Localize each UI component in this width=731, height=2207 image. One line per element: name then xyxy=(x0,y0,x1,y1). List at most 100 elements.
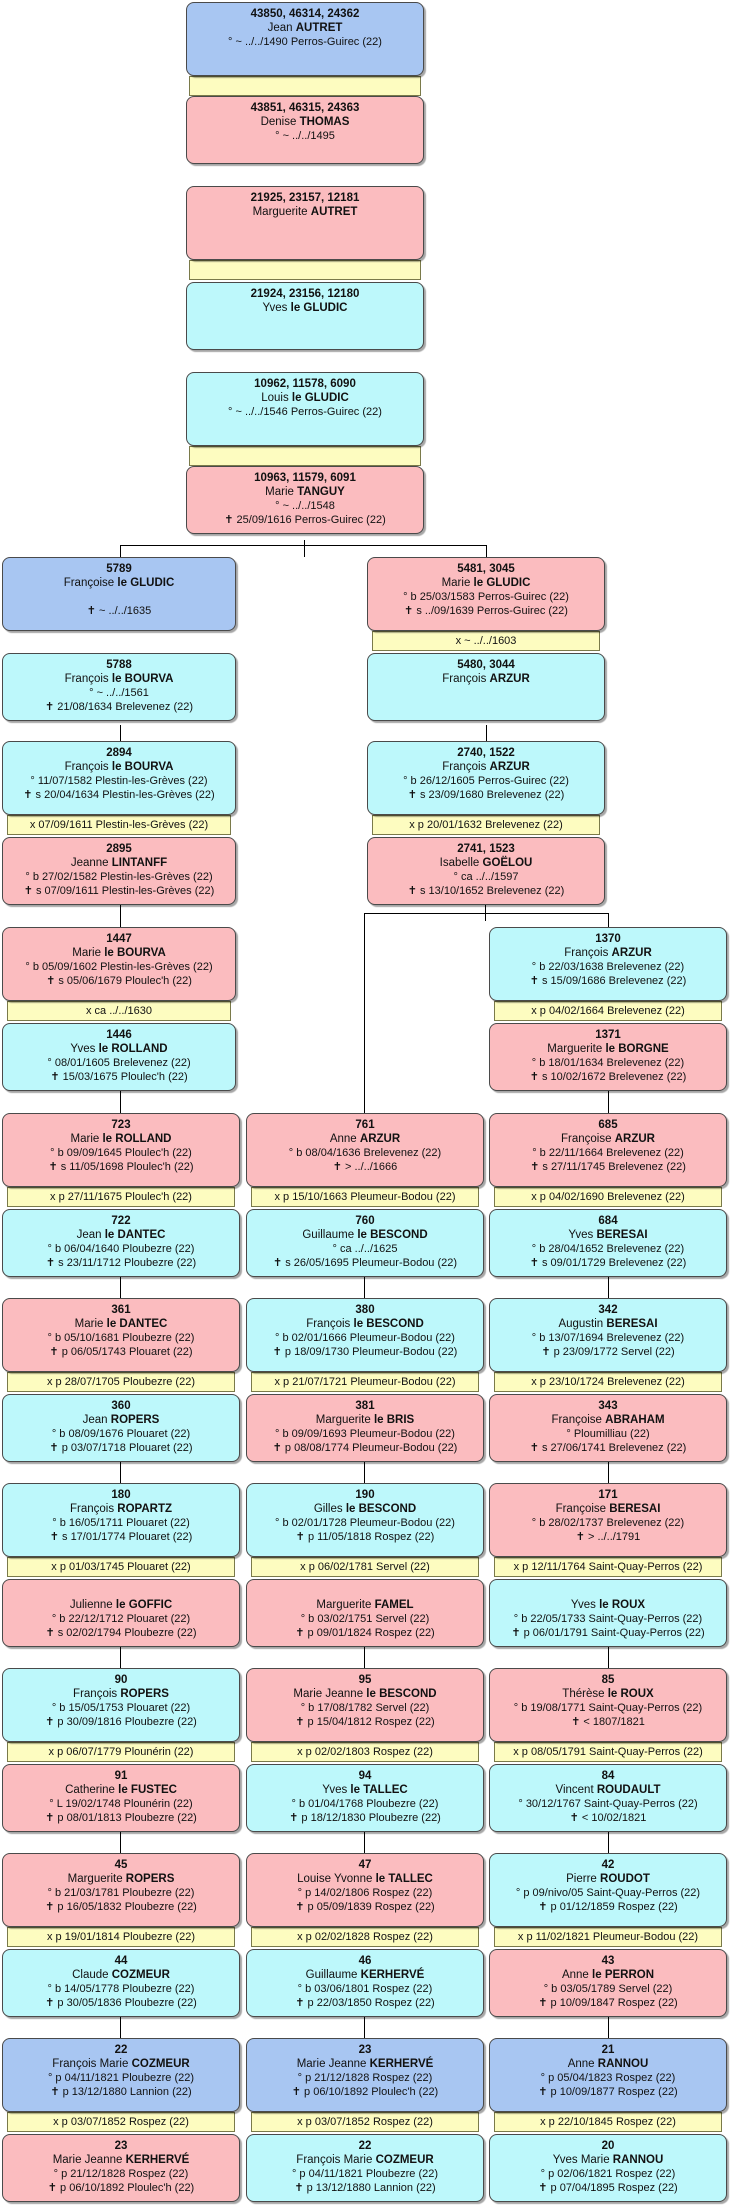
death-event: ✝ p 18/09/1730 Pleumeur-Bodou (22) xyxy=(272,1346,458,1358)
given-name: Marguerite xyxy=(547,1043,603,1055)
birth-event: ° p 21/12/1828 Rospez (22) xyxy=(297,2072,433,2084)
sosa-number xyxy=(3,1584,239,1598)
given-name: Marie xyxy=(72,947,101,959)
surname: BERESAI xyxy=(606,1318,658,1330)
sosa-number: 180 xyxy=(111,1489,131,1501)
given-name: Augustin xyxy=(558,1318,604,1330)
marriage-band xyxy=(189,76,421,96)
birth-event: ° b 28/02/1737 Brelevenez (22) xyxy=(531,1517,685,1529)
person-name: Yves le TALLEC xyxy=(247,1783,483,1797)
given-name: Françoise xyxy=(555,1503,607,1515)
given-name: Guillaume xyxy=(305,1969,358,1981)
sosa-number: 10962, 11578, 6090 xyxy=(254,378,356,390)
given-name: Louis xyxy=(261,392,289,404)
surname: KERHERVÉ xyxy=(360,1969,425,1981)
sosa-number: 90 xyxy=(114,1674,128,1686)
marriage-band: x p 27/11/1675 Ploulec'h (22) xyxy=(7,1187,235,1207)
given-name: François xyxy=(442,761,487,773)
given-name: Jean xyxy=(267,22,293,34)
birth-event: ° ca ../../1625 xyxy=(332,1243,398,1255)
given-name: Marguerite xyxy=(315,1414,371,1426)
surname: RANNOU xyxy=(597,2058,649,2070)
sosa-number: 2894 xyxy=(106,747,132,759)
sosa-number: 361 xyxy=(111,1304,131,1316)
marriage-band: x 07/09/1611 Plestin-les-Grèves (22) xyxy=(7,815,231,835)
death-event: ✝ p 03/07/1718 Plouaret (22) xyxy=(49,1442,193,1454)
marriage-band: x p 11/02/1821 Pleumeur-Bodou (22) xyxy=(494,1927,722,1947)
given-name: François Marie xyxy=(296,2154,373,2166)
birth-event: ° b 18/01/1634 Brelevenez (22) xyxy=(531,1057,685,1069)
surname: ROPERS xyxy=(110,1414,160,1426)
given-name: Marguerite xyxy=(316,1599,372,1611)
person-name: Marie TANGUY xyxy=(187,485,423,499)
surname: le PERRON xyxy=(592,1969,655,1981)
given-name: François xyxy=(64,673,109,685)
sosa-number: 723 xyxy=(111,1119,131,1131)
person-card[interactable]: Yves le ROUX° b 22/05/1733 Saint-Quay-Pe… xyxy=(489,1579,727,1647)
sosa-number: 5481, 3045 xyxy=(457,563,515,575)
sosa-number: 94 xyxy=(358,1770,372,1782)
given-name: Catherine xyxy=(65,1784,115,1796)
surname: ARZUR xyxy=(489,761,530,773)
person-card[interactable]: Marguerite FAMEL° b 03/02/1751 Servel (2… xyxy=(246,1579,484,1647)
person-name: Claude COZMEUR xyxy=(3,1968,239,1982)
marriage-band: x p 12/11/1764 Saint-Quay-Perros (22) xyxy=(494,1557,722,1577)
death-event: ✝ p 30/05/1836 Ploubezre (22) xyxy=(45,1997,197,2009)
death-event: ✝ ~ ../../1635 xyxy=(86,605,152,617)
sosa-number: 23 xyxy=(114,2140,128,2152)
birth-event: ° b 09/09/1693 Pleumeur-Bodou (22) xyxy=(275,1428,455,1440)
person-card[interactable]: Julienne le GOFFIC° b 22/12/1712 Plouare… xyxy=(2,1579,240,1647)
